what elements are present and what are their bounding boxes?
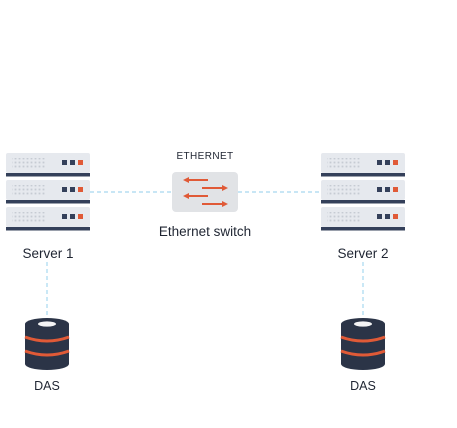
das-2-label: DAS bbox=[350, 379, 376, 393]
ethernet-label: ETHERNET bbox=[176, 151, 234, 162]
connectors bbox=[46, 191, 364, 318]
ethernet-switch-icon bbox=[172, 172, 238, 212]
server-1-label: Server 1 bbox=[22, 246, 74, 261]
ethernet-switch-label: Ethernet switch bbox=[158, 224, 252, 239]
server-2-rack-icon bbox=[321, 153, 405, 231]
server-2-label: Server 2 bbox=[337, 246, 389, 261]
das-1-storage-icon bbox=[23, 316, 71, 372]
das-1-label: DAS bbox=[34, 379, 60, 393]
server-1-rack-icon bbox=[6, 153, 90, 231]
das-2-storage-icon bbox=[339, 316, 387, 372]
